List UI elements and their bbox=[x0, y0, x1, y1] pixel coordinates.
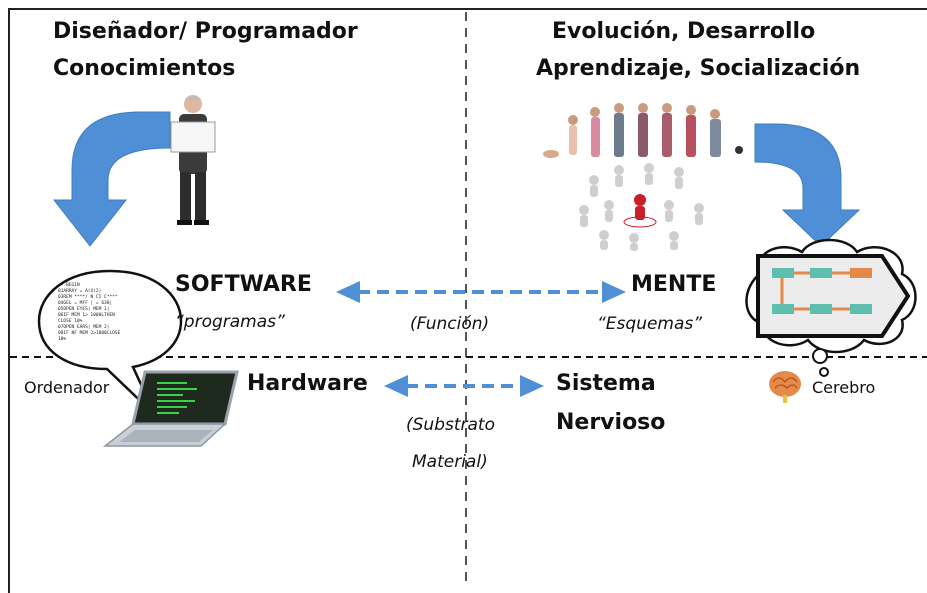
substrate-label-line2: Material) bbox=[412, 452, 488, 472]
thought-cloud-icon bbox=[745, 238, 917, 377]
brain-icon bbox=[769, 371, 801, 403]
right-header-line1: Evolución, Desarrollo bbox=[552, 19, 816, 44]
frame-top-border bbox=[8, 8, 927, 10]
social-network-icon bbox=[579, 163, 704, 251]
hardware-label: Hardware bbox=[247, 371, 368, 396]
code-line: CLOSE 10% bbox=[58, 319, 83, 324]
human-evolution-icon bbox=[543, 103, 743, 158]
code-line: 03REM ****/ N CI C**** bbox=[58, 295, 118, 300]
code-line: 05OPEN EYES| MEM 1| bbox=[58, 307, 110, 312]
code-line: 10% bbox=[58, 337, 67, 342]
mente-subtitle: “Esquemas” bbox=[597, 314, 703, 334]
code-line: -- BEGIN bbox=[58, 283, 80, 288]
substrate-double-arrow bbox=[384, 375, 544, 397]
sistema-label: Sistema bbox=[556, 371, 656, 396]
left-header-line1: Diseñador/ Programador bbox=[53, 19, 358, 44]
right-header-line2: Aprendizaje, Socialización bbox=[536, 56, 861, 81]
left-header-line2: Conocimientos bbox=[53, 56, 236, 81]
mente-label: MENTE bbox=[631, 272, 717, 297]
software-subtitle: “programas” bbox=[175, 312, 285, 332]
software-label: SOFTWARE bbox=[175, 272, 312, 297]
nervioso-label: Nervioso bbox=[556, 410, 666, 435]
presenter-person-icon bbox=[170, 95, 216, 225]
function-double-arrow bbox=[336, 281, 626, 303]
curved-down-arrow-icon bbox=[52, 111, 171, 247]
substrate-label-line1: (Substrato bbox=[406, 415, 495, 435]
code-line: 04GEL = MFF | = 638| bbox=[58, 301, 113, 306]
laptop-icon bbox=[102, 370, 239, 447]
code-line: 06IF MEM 1> 1000LTHEN bbox=[58, 313, 115, 318]
ordenador-label: Ordenador bbox=[24, 378, 110, 397]
code-line: 07OPEN EARS| MEM 2| bbox=[58, 325, 110, 330]
cerebro-label: Cerebro bbox=[812, 378, 876, 397]
code-line: 01ARRAY = A(X(2) bbox=[58, 289, 102, 294]
frame-left-border bbox=[8, 8, 10, 593]
speech-bubble bbox=[37, 269, 183, 416]
function-label: (Función) bbox=[410, 314, 490, 334]
speech-bubble-code: -- BEGIN 01ARRAY = A(X(2) 03REM ****/ N … bbox=[58, 283, 163, 343]
code-line: 08IF NF MEM 2>1000CLOSE bbox=[58, 331, 121, 336]
curved-down-arrow-icon bbox=[754, 123, 861, 247]
